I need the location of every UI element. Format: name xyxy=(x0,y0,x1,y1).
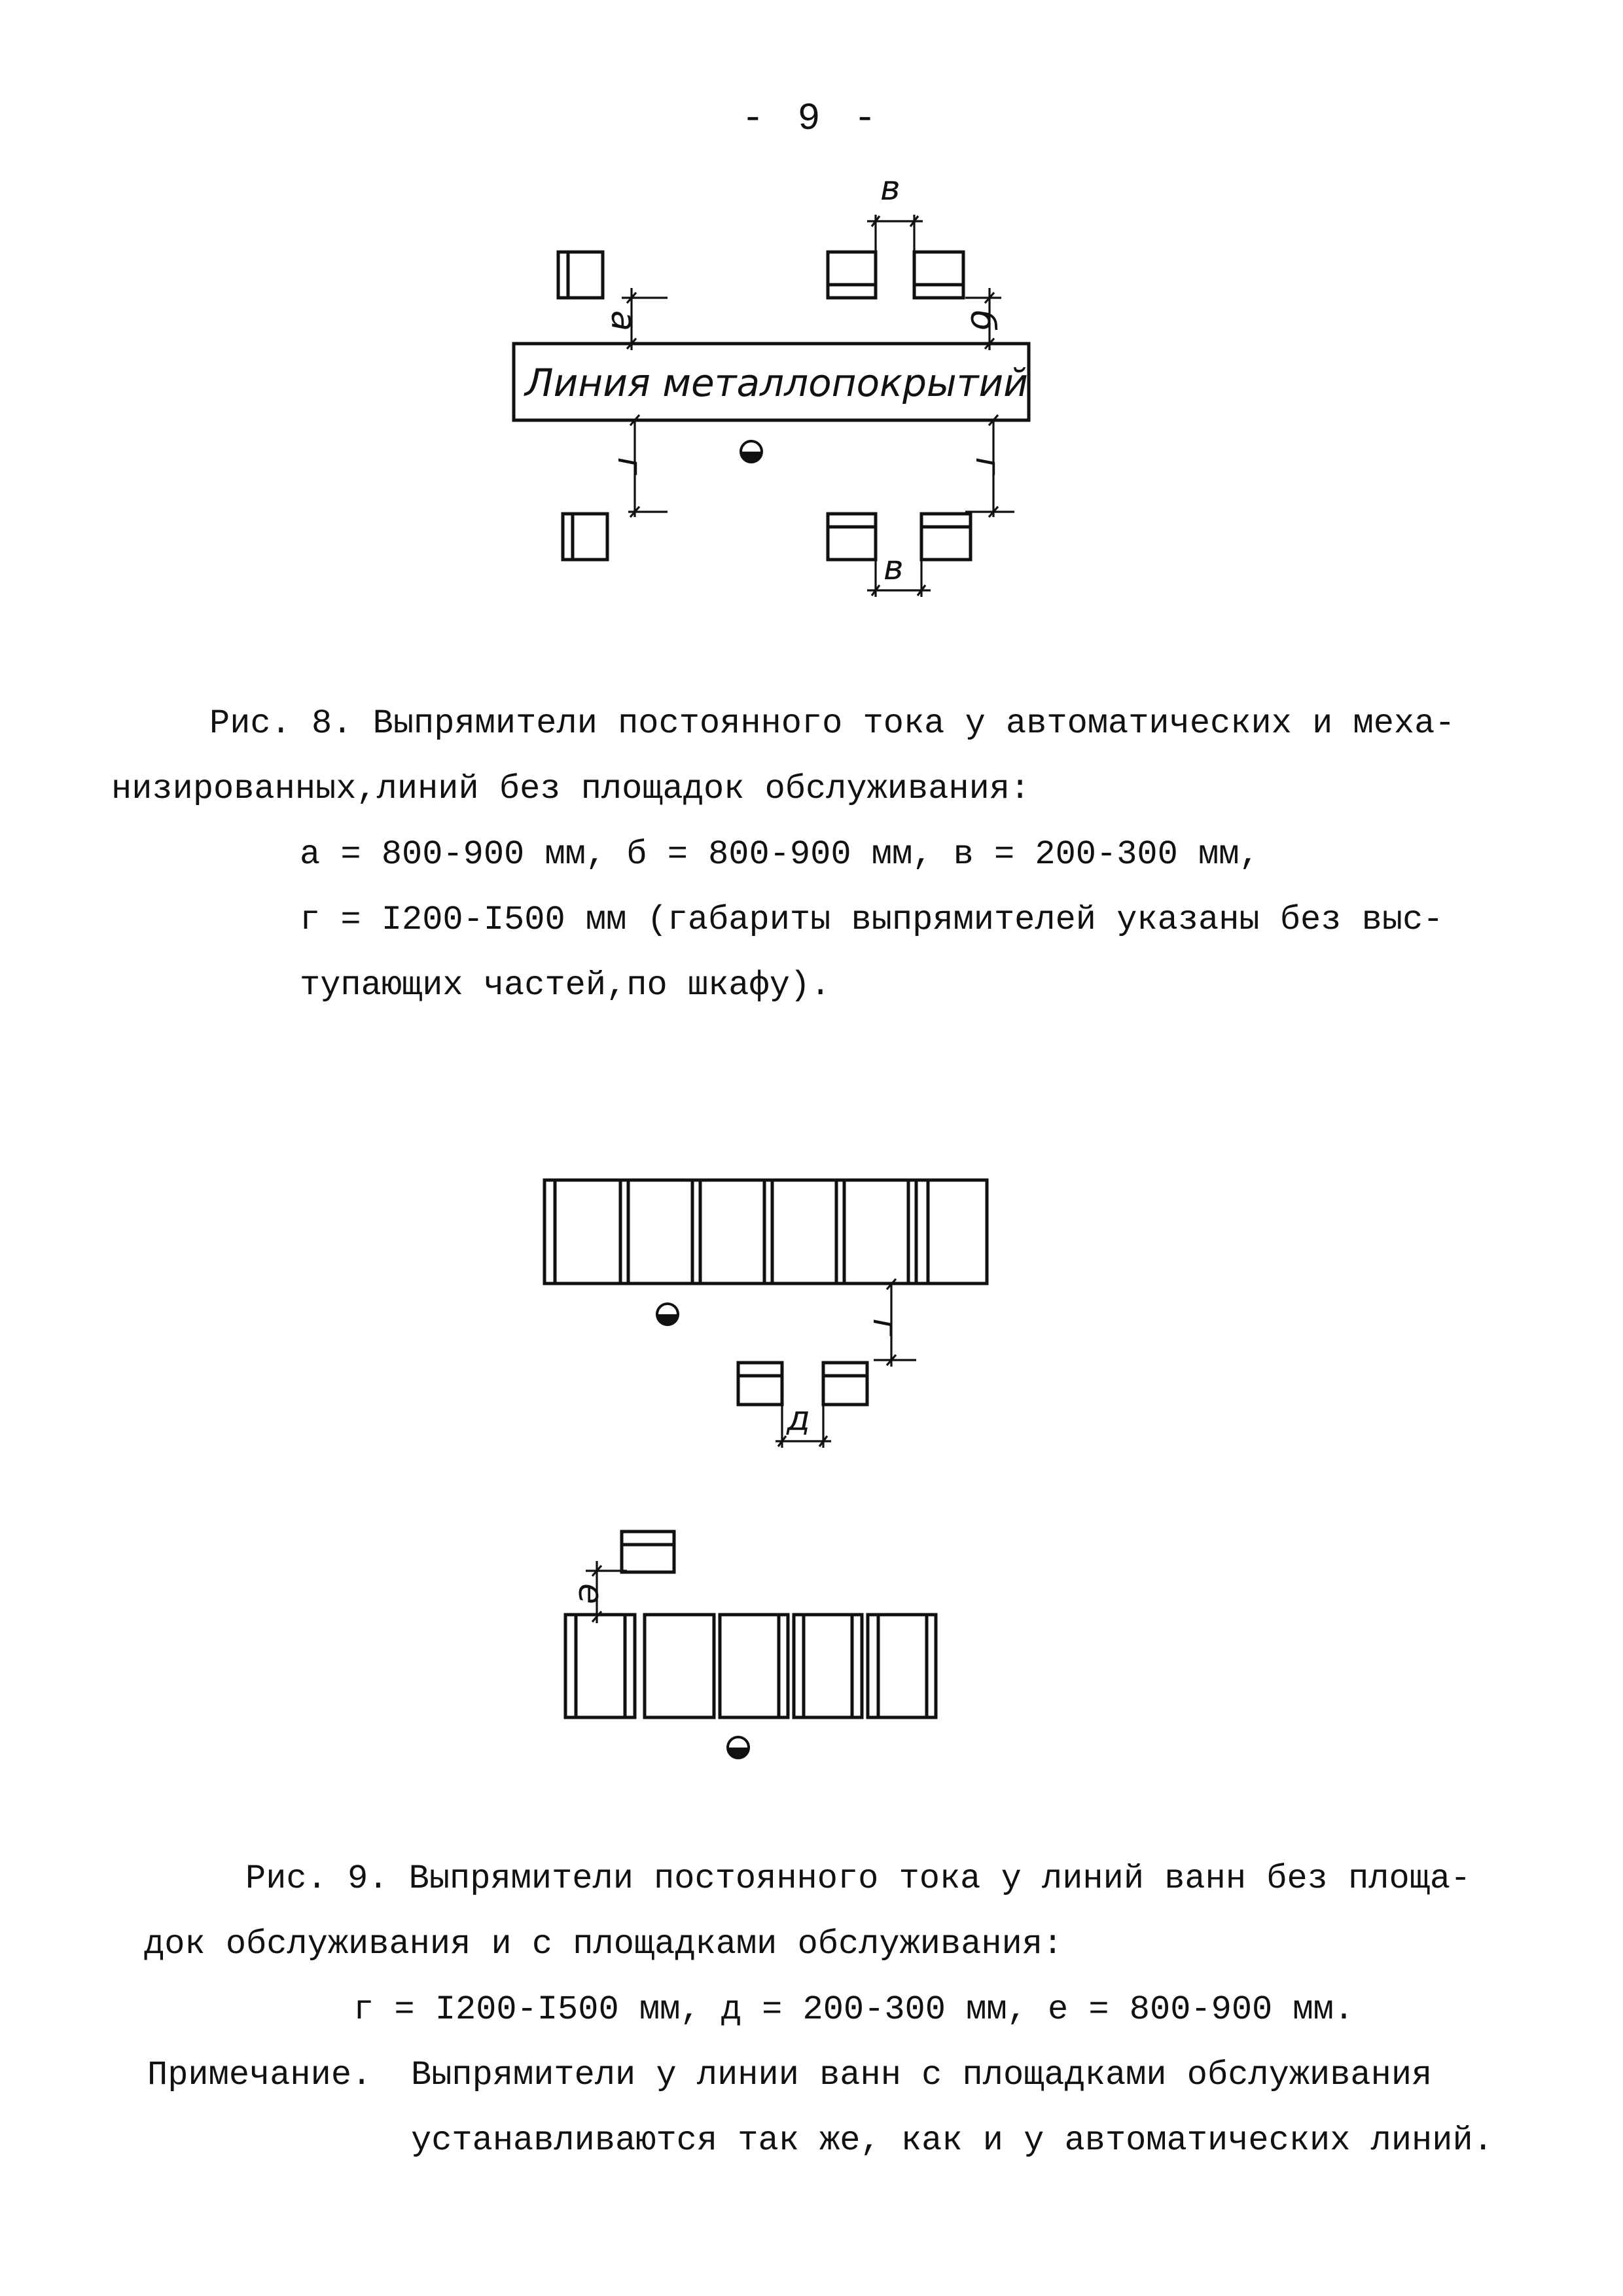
operator-marker xyxy=(740,440,763,463)
dimension-b: б xyxy=(963,288,1002,350)
dimension-label-g-left: г xyxy=(610,457,649,475)
figure-9-note-line-2: устанавливаются так же, как и у автомати… xyxy=(411,2121,1493,2160)
bath-row-top xyxy=(543,1178,989,1285)
dimension-v-top: в xyxy=(867,169,923,252)
dimension-label-v-bottom: в xyxy=(883,548,904,588)
dimension-g-right: г xyxy=(965,414,1014,518)
figure-8-caption-line-3: а = 800-900 мм, б = 800-900 мм, в = 200-… xyxy=(300,835,1260,874)
figure-9-diagram: г д е xyxy=(543,1178,989,1759)
bath-row-bottom xyxy=(563,1613,938,1719)
dimension-label-g-right: г xyxy=(968,457,1007,475)
dimension-v-bottom: в xyxy=(867,548,931,597)
rectifier-top-right xyxy=(912,250,965,300)
dimension-g-left: г xyxy=(610,414,668,518)
operator-marker-top-row xyxy=(656,1302,679,1326)
dimension-d: д xyxy=(776,1399,831,1448)
figure-9-caption-line-1: Рис. 9. Выпрямители постоянного тока у л… xyxy=(245,1859,1471,1898)
figure-9-caption-line-2: док обслуживания и с площадками обслужив… xyxy=(144,1925,1063,1964)
rectifier-fig9-right xyxy=(821,1361,869,1407)
figure-8-caption-line-4: г = I200-I500 мм (габариты выпрямителей … xyxy=(300,901,1444,939)
figure-9-caption-line-3: г = I200-I500 мм, д = 200-300 мм, е = 80… xyxy=(353,1990,1355,2029)
plating-line-label: Линия металлопокрытий xyxy=(524,361,1028,405)
rectifier-fig9-upper xyxy=(620,1530,676,1574)
operator-marker-bottom-row xyxy=(726,1736,750,1759)
dimension-label-d: д xyxy=(786,1399,810,1439)
dimension-e: е xyxy=(571,1561,627,1623)
figure-9-note-line-1: Выпрямители у линии ванн с площадками об… xyxy=(411,2056,1433,2094)
dimension-a: а xyxy=(603,288,668,350)
rectifier-fig9-left xyxy=(736,1361,784,1407)
figure-8-diagram: в а б Линия металлопокрытий г xyxy=(512,169,1031,597)
rectifier-bottom-left xyxy=(561,512,609,562)
rectifier-top-middle xyxy=(826,250,878,300)
figure-8-caption-line-1: Рис. 8. Выпрямители постоянного тока у а… xyxy=(209,704,1455,743)
dimension-label-e: е xyxy=(571,1583,610,1604)
rectifier-bottom-right xyxy=(919,512,972,562)
dimension-label-g-fig9: г xyxy=(865,1318,904,1336)
rectifier-top-left xyxy=(556,250,605,300)
dimension-label-v-top: в xyxy=(880,169,901,208)
rectifier-bottom-middle xyxy=(826,512,878,562)
figure-8-caption-line-2: низированных,линий без площадок обслужив… xyxy=(111,770,1031,808)
page-number: - 9 - xyxy=(741,98,882,141)
figure-8-caption-line-5: тупающих частей,по шкафу). xyxy=(300,966,831,1005)
dimension-g-fig9: г xyxy=(865,1278,916,1367)
dimension-label-a: а xyxy=(603,310,643,331)
plating-line: Линия металлопокрытий xyxy=(512,342,1031,422)
dimension-label-b: б xyxy=(963,310,1002,331)
figure-9-note-label: Примечание. xyxy=(147,2056,372,2094)
